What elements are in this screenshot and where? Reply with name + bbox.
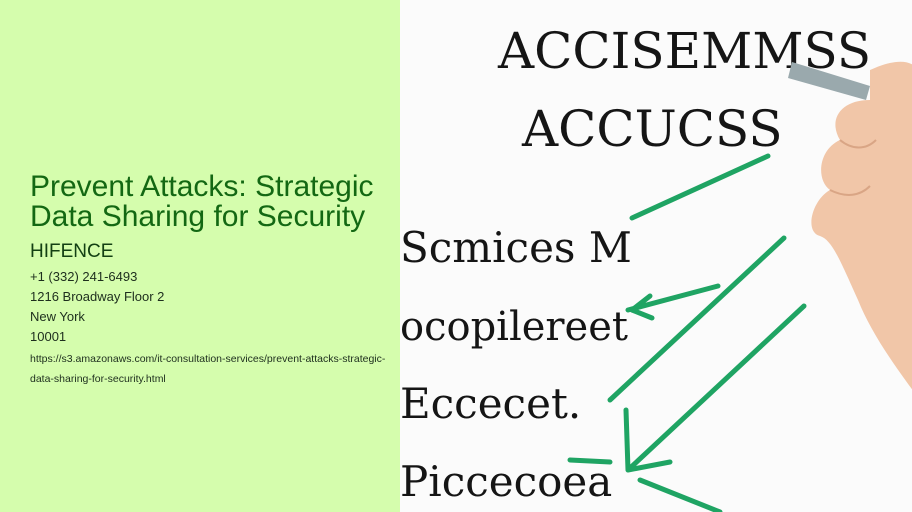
green-arrows bbox=[567, 153, 807, 512]
page-url-link[interactable]: https://s3.amazonaws.com/it-consultation… bbox=[30, 353, 386, 385]
hero-image: ACCISEMMSS ACCUCSS Scmices M ocopilereet… bbox=[400, 0, 912, 512]
whiteboard-illustration: ACCISEMMSS ACCUCSS Scmices M ocopilereet… bbox=[400, 22, 912, 512]
image-word: ACCUCSS bbox=[521, 100, 783, 158]
street-address: 1216 Broadway Floor 2 bbox=[30, 289, 165, 304]
company-name: HIFENCE bbox=[30, 241, 114, 262]
page-title: Prevent Attacks: Strategic Data Sharing … bbox=[30, 170, 374, 233]
image-word: ocopilereet bbox=[400, 304, 628, 350]
phone-number[interactable]: +1 (332) 241-6493 bbox=[30, 269, 138, 284]
zip-code: 10001 bbox=[30, 329, 67, 344]
image-word: Scmices M bbox=[400, 223, 632, 272]
image-word: Piccecoea bbox=[400, 457, 612, 506]
hand-with-marker bbox=[788, 61, 912, 390]
info-panel: Prevent Attacks: Strategic Data Sharing … bbox=[0, 0, 400, 512]
image-word: Eccecet. bbox=[400, 379, 581, 428]
city: New York bbox=[30, 309, 85, 324]
